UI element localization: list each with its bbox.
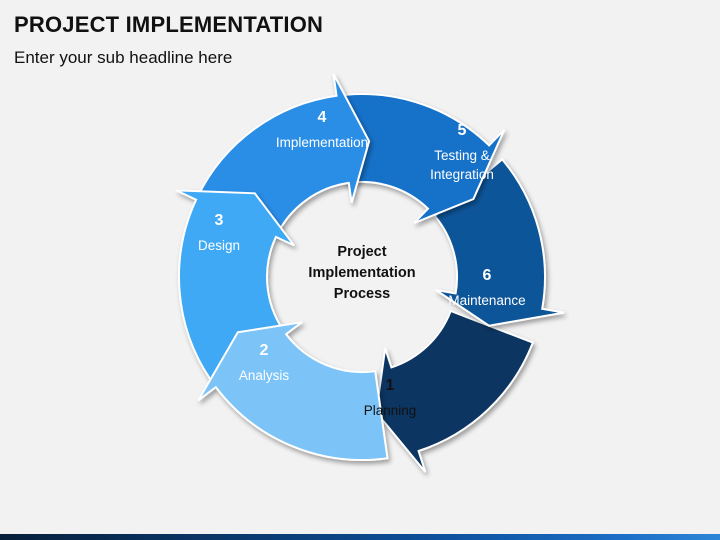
center-label-line-2: Implementation [308, 265, 415, 281]
step-1-number: 1 [386, 377, 395, 394]
center-label-group: Project Implementation Process [308, 244, 415, 302]
step-5-label-line-2: Integration [430, 167, 494, 182]
center-label-line-3: Process [334, 286, 390, 302]
step-1-label-line-1: Planning [364, 403, 417, 418]
step-6-arrow [375, 309, 535, 473]
step-3-number: 3 [215, 212, 224, 229]
step-6-label-line-1: Maintenance [448, 293, 525, 308]
step-4-arrow [329, 93, 506, 224]
step-6-number: 6 [483, 267, 492, 284]
step-1-arrow [197, 321, 389, 461]
page-subtitle: Enter your sub headline here [14, 48, 233, 67]
step-3-label-line-1: Design [198, 238, 240, 253]
step-4-label-line-1: Implementation [276, 135, 368, 150]
page-title: PROJECT IMPLEMENTATION [14, 12, 324, 37]
step-5-label-line-1: Testing & [434, 148, 490, 163]
step-2-number: 2 [260, 342, 269, 359]
footer-gradient-bar [0, 534, 720, 540]
step-4-number: 4 [318, 109, 327, 126]
step-2-label-line-1: Analysis [239, 368, 290, 383]
center-label-line-1: Project [337, 244, 386, 260]
step-5-number: 5 [458, 122, 467, 139]
